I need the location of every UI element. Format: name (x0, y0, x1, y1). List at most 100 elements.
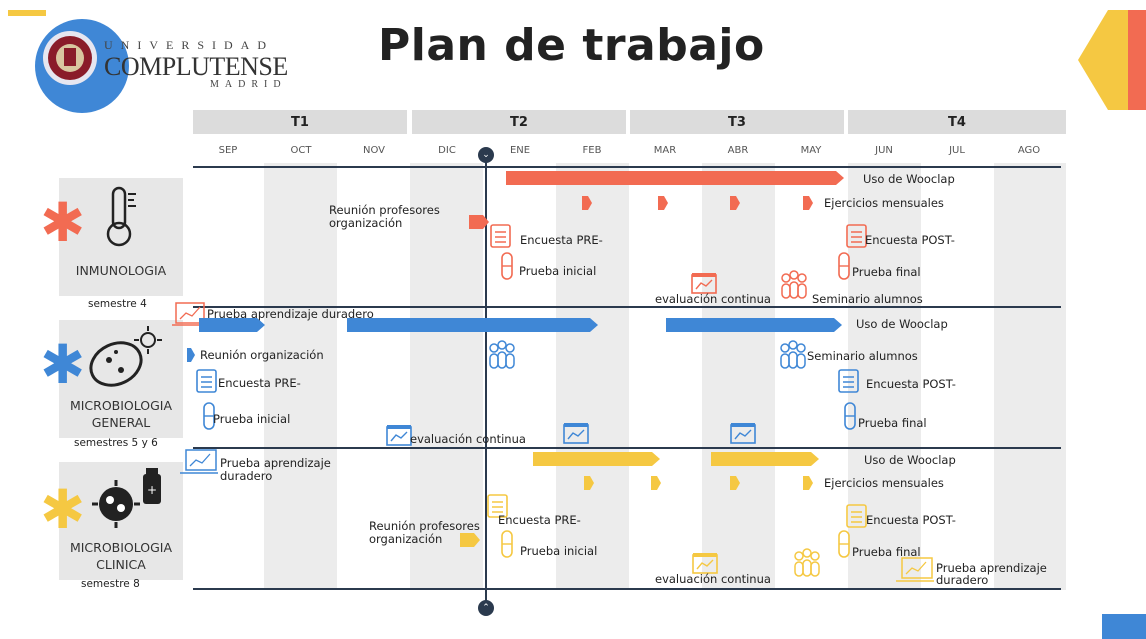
row-separator (193, 166, 1061, 168)
seminar-label: Seminario alumnos (807, 349, 918, 363)
monthly-exercises-label: Ejercicios mensuales (824, 476, 944, 490)
monthly-exercise-marker (730, 196, 740, 210)
survey-post-label: Encuesta POST- (865, 233, 955, 247)
survey-post-label: Encuesta POST- (866, 377, 956, 391)
wooclap-bar (506, 171, 844, 185)
timeline-top-handle[interactable]: ⌄ (478, 147, 494, 163)
survey-pre-label: Encuesta PRE- (520, 233, 603, 247)
initial-test-label: Prueba inicial (519, 264, 597, 278)
final-test-label: Prueba final (852, 545, 921, 559)
logo-main-text: COMPLUTENSE (104, 52, 288, 81)
shade-column (702, 163, 775, 590)
long-term-test-icon (180, 449, 218, 474)
wooclap-label: Uso de Wooclap (856, 317, 948, 331)
meeting-marker (469, 215, 489, 229)
logo-bottom-text: MADRID (210, 79, 287, 90)
seminar-label: Seminario alumnos (812, 292, 923, 306)
corner-decoration-right (1078, 10, 1146, 110)
survey-pre-label: Encuesta PRE- (498, 513, 581, 527)
evaluation-icon (730, 423, 756, 444)
row-separator (193, 588, 1061, 590)
university-seal-icon (35, 19, 129, 113)
students-icon (780, 340, 806, 369)
month-label: MAR (653, 145, 677, 156)
monthly-exercise-marker (803, 476, 813, 490)
meeting-marker (187, 348, 195, 362)
final-test-label: Prueba final (852, 265, 921, 279)
row-separator (193, 306, 1061, 308)
corner-accent-blue (1102, 614, 1146, 639)
survey-icon (846, 224, 867, 248)
monthly-exercise-marker (730, 476, 740, 490)
wooclap-bar (347, 318, 598, 332)
subject-semester-microbiologia-general: semestres 5 y 6 (74, 437, 158, 449)
wooclap-bar (711, 452, 819, 466)
shade-column (848, 163, 921, 590)
survey-pre-label: Encuesta PRE- (218, 376, 301, 390)
corner-accent-yellow (8, 10, 46, 16)
evaluation-icon (386, 425, 412, 446)
shade-column (264, 163, 337, 590)
monthly-exercise-marker (584, 476, 594, 490)
wooclap-bar (199, 318, 265, 332)
survey-icon (487, 494, 508, 518)
subject-semester-microbiologia-clinica: semestre 8 (81, 578, 140, 590)
month-label: AGO (1017, 145, 1041, 156)
month-label: SEP (218, 145, 238, 156)
meeting-label: Reunión profesores organización (369, 519, 480, 546)
test-tube-icon (838, 252, 850, 280)
final-test-label: Prueba final (858, 416, 927, 430)
month-label: NOV (362, 145, 386, 156)
subject-name-microbiologia-general: MICROBIOLOGIA GENERAL (69, 398, 173, 430)
asterisk-icon: ✱ (40, 191, 86, 254)
students-icon (781, 270, 807, 299)
continuous-evaluation-label: evaluación continua (655, 292, 771, 306)
row-separator (193, 447, 1061, 449)
evaluation-icon (692, 553, 718, 574)
bacteria-icon (89, 326, 162, 387)
asterisk-icon: ✱ (40, 333, 86, 396)
shade-column (994, 163, 1066, 590)
university-logo: UNIVERSIDAD COMPLUTENSE MADRID (34, 18, 288, 113)
monthly-exercise-marker (582, 196, 592, 210)
survey-icon (490, 224, 511, 248)
long-term-test-label: Prueba aprendizaje duradero (207, 307, 374, 321)
page-title: Plan de trabajo (378, 20, 765, 71)
monthly-exercise-marker (651, 476, 661, 490)
survey-icon (838, 369, 859, 393)
quarter-header-t1: T1 (193, 110, 407, 134)
test-tube-icon (844, 402, 856, 430)
month-label: OCT (290, 145, 312, 156)
monthly-exercises-label: Ejercicios mensuales (824, 196, 944, 210)
continuous-evaluation-label: evaluación continua (655, 572, 771, 586)
timeline-bottom-handle[interactable]: ⌃ (478, 600, 494, 616)
quarter-header-t4: T4 (848, 110, 1066, 134)
logo-top-text: UNIVERSIDAD (104, 38, 274, 52)
shade-column (556, 163, 629, 590)
meeting-label: Reunión profesores organización (329, 203, 440, 230)
wooclap-bar (533, 452, 660, 466)
month-label: ENE (509, 145, 531, 156)
monthly-exercise-marker (803, 196, 813, 210)
students-icon (489, 340, 515, 369)
shade-column (410, 163, 483, 590)
test-tube-icon (203, 402, 215, 430)
evaluation-icon (563, 423, 589, 444)
subject-semester-inmunologia: semestre 4 (88, 298, 147, 310)
thermometer-icon (106, 186, 136, 247)
current-time-line (485, 155, 487, 607)
meeting-label: Reunión organización (200, 348, 324, 362)
students-icon (794, 548, 820, 577)
wooclap-bar (666, 318, 842, 332)
initial-test-label: Prueba inicial (520, 544, 598, 558)
long-term-test-label: Prueba aprendizaje duradero (936, 561, 1047, 587)
month-label: MAY (800, 145, 822, 156)
continuous-evaluation-label: evaluación continua (410, 432, 526, 446)
subject-name-microbiologia-clinica: MICROBIOLOGIA CLINICA (69, 540, 173, 572)
test-tube-icon (838, 530, 850, 558)
subject-panel-microbiologia-clinica (59, 462, 183, 580)
survey-icon (846, 504, 867, 528)
test-tube-icon (501, 252, 513, 280)
month-label: JUL (949, 145, 965, 156)
svg-text:+: + (147, 483, 157, 497)
